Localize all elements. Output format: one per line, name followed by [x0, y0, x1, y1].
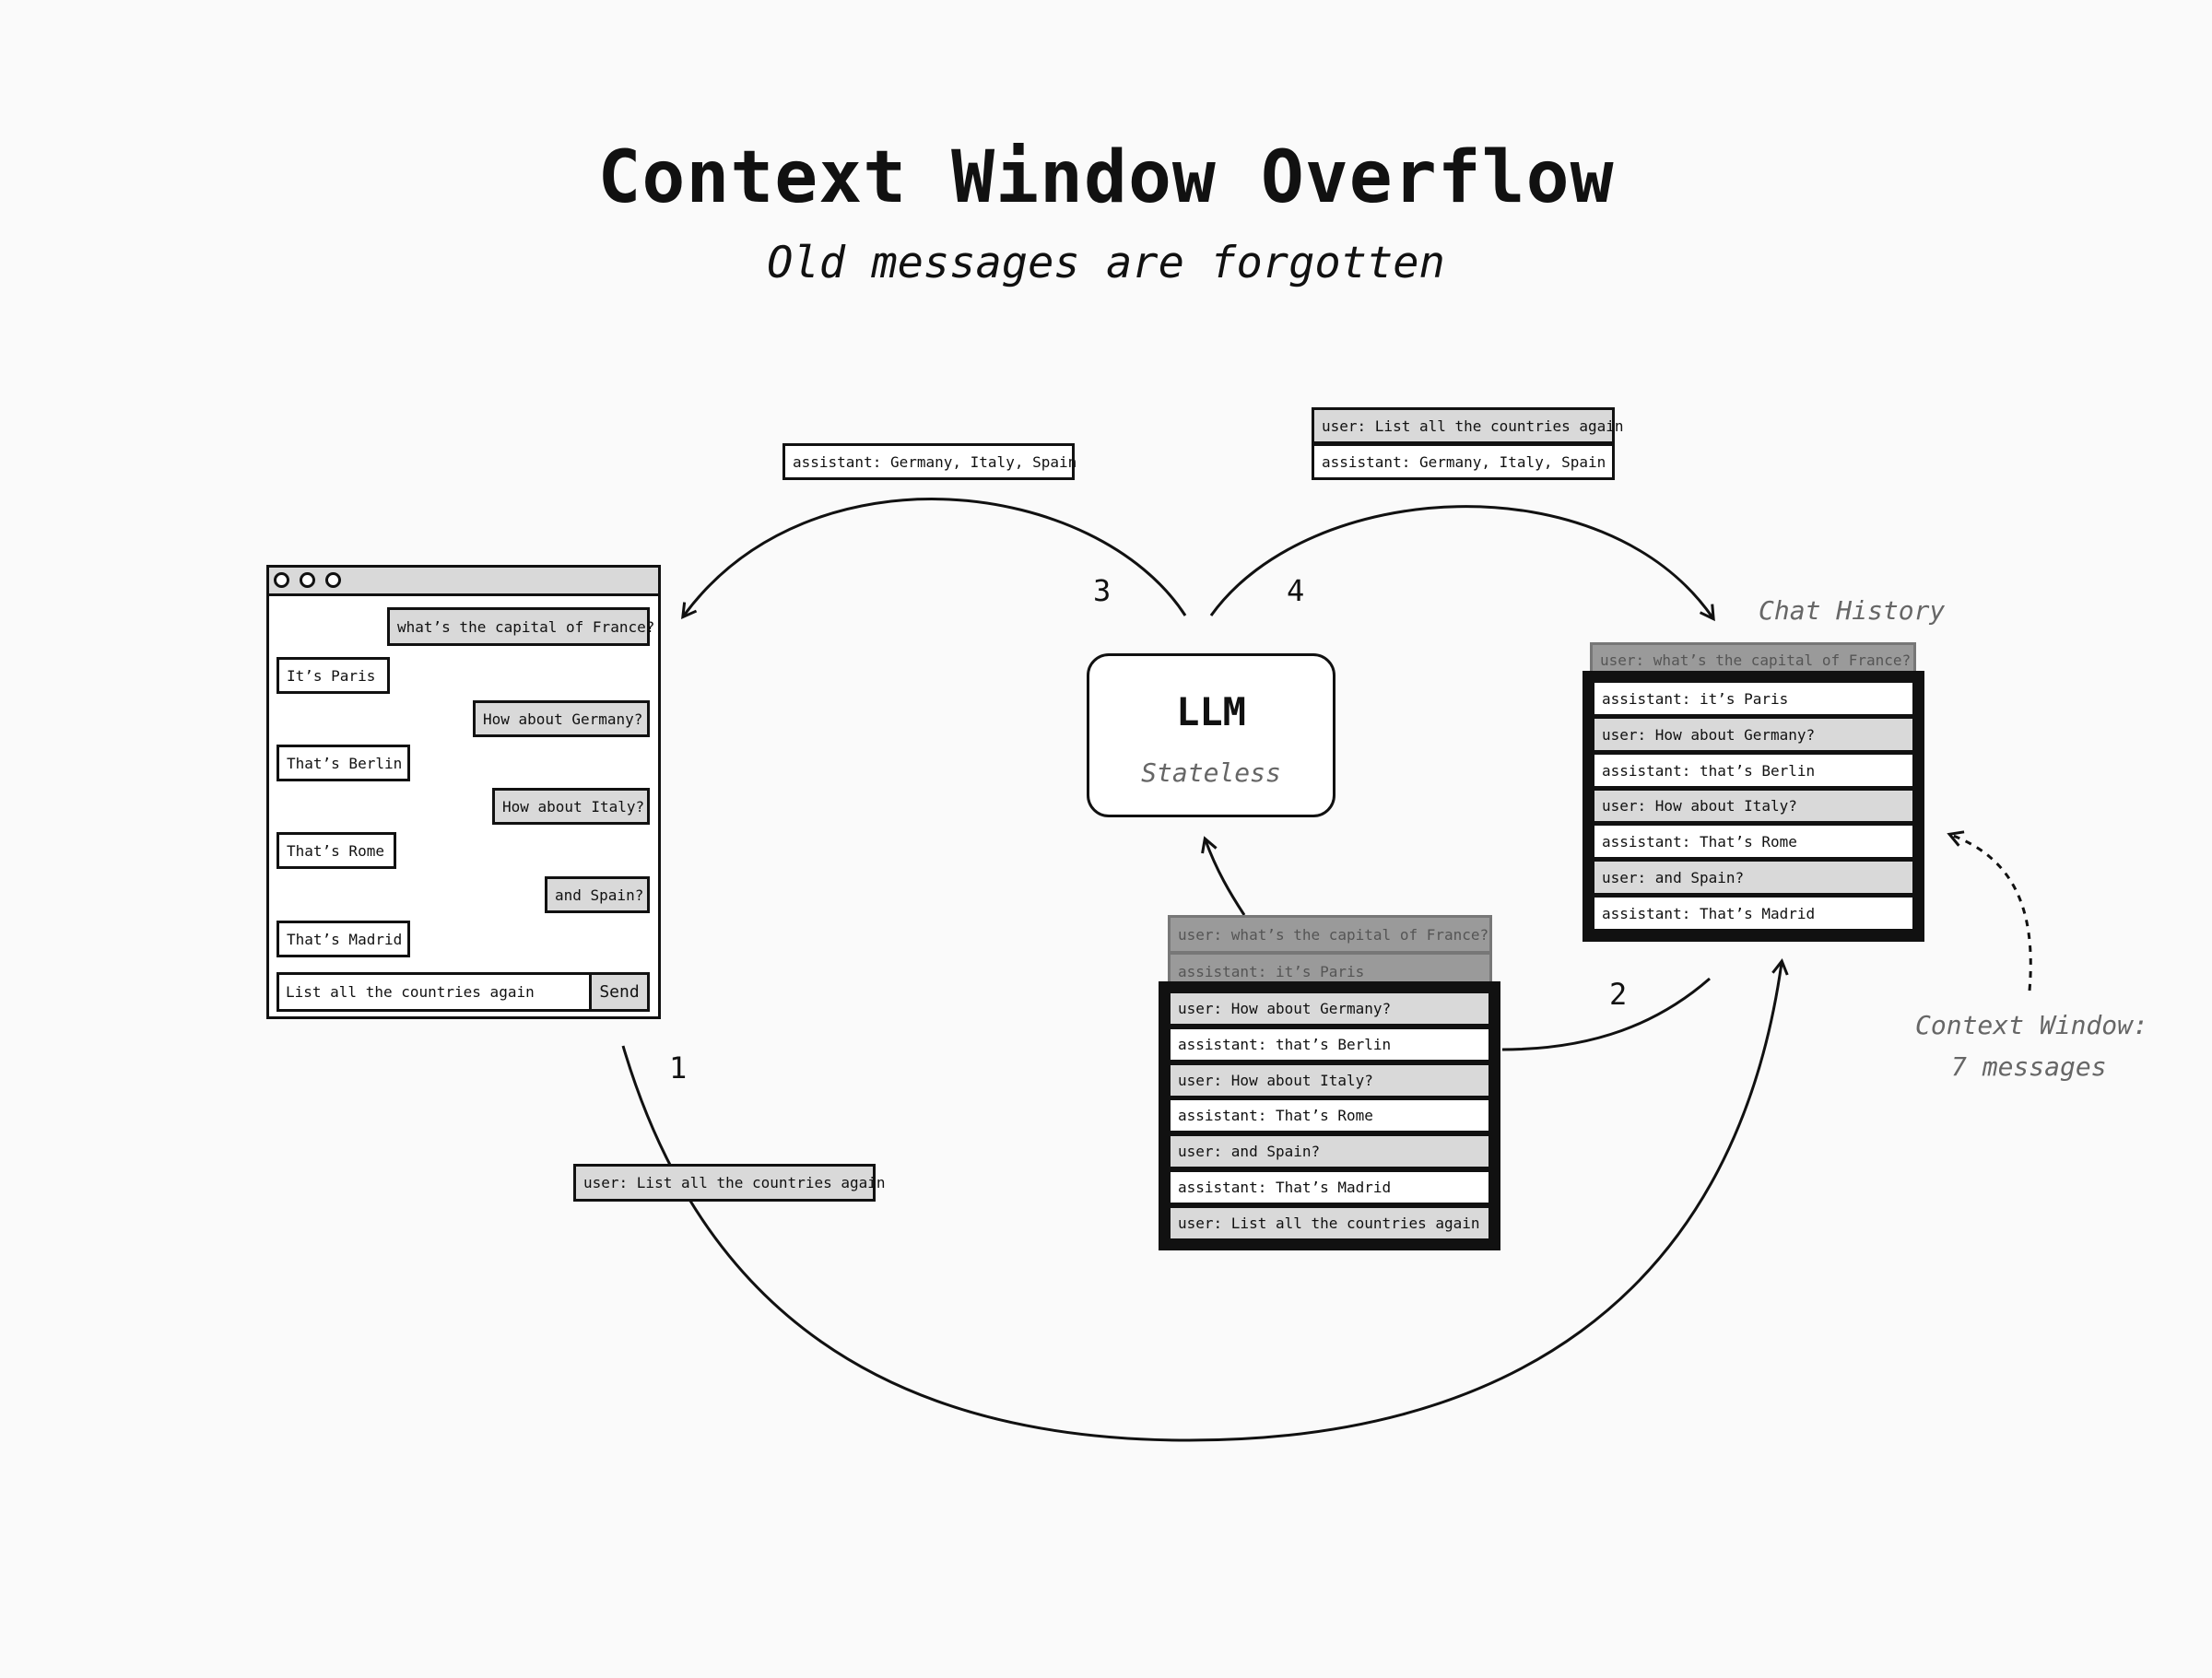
chat-message-assistant: That’s Berlin: [276, 745, 410, 781]
message-input[interactable]: List all the countries again: [276, 972, 592, 1012]
context-window-caption: Context Window:: [1915, 1010, 2148, 1040]
llm-label: LLM: [1176, 689, 1246, 734]
step-number: 2: [1609, 977, 1628, 1012]
context-message: user: and Spain?: [1168, 1133, 1491, 1169]
step-number: 1: [669, 1050, 688, 1085]
step-number: 4: [1287, 573, 1305, 608]
window-control-icon[interactable]: [300, 572, 315, 588]
history-message: user: and Spain?: [1592, 859, 1915, 896]
chat-message-user: How about Italy?: [492, 788, 650, 825]
llm-subtitle: Stateless: [1141, 757, 1281, 788]
page-title: Context Window Overflow: [597, 136, 1615, 219]
history-message: assistant: it’s Paris: [1592, 680, 1915, 717]
history-message: assistant: that’s Berlin: [1592, 752, 1915, 789]
chat-message-user: what’s the capital of France?: [387, 607, 654, 646]
flow-label-step4: user: List all the countries again: [1312, 407, 1624, 444]
context-message: user: How about Italy?: [1168, 1062, 1491, 1098]
window-control-icon[interactable]: [325, 572, 341, 588]
arrow-step1: [621, 958, 1789, 1442]
context-message: user: List all the countries again: [1168, 1205, 1491, 1241]
dropped-message: user: what’s the capital of France?: [1168, 915, 1492, 954]
arrow-to-llm: [1201, 836, 1246, 916]
chat-message-user: and Spain?: [545, 876, 650, 913]
chat-message-user: How about Germany?: [473, 700, 650, 737]
history-message: assistant: That’s Madrid: [1592, 895, 1915, 932]
page-subtitle: Old messages are forgotten: [767, 238, 1445, 288]
arrow-step3: [681, 498, 1187, 620]
flow-label-step3: assistant: Germany, Italy, Spain: [782, 443, 1077, 480]
llm-box: LLM Stateless: [1087, 653, 1335, 817]
context-message: assistant: That’s Madrid: [1168, 1169, 1491, 1205]
chat-message-assistant: That’s Madrid: [276, 921, 410, 957]
arrow-step4: [1209, 505, 1715, 622]
arrow-step2: [1501, 977, 1711, 1051]
window-titlebar: [269, 568, 658, 596]
send-button[interactable]: Send: [589, 972, 650, 1012]
flow-label-step1: user: List all the countries again: [573, 1164, 886, 1202]
step-number: 3: [1093, 573, 1112, 608]
window-control-icon[interactable]: [274, 572, 289, 588]
chat-message-assistant: It’s Paris: [276, 657, 390, 694]
context-message: assistant: That’s Rome: [1168, 1097, 1491, 1133]
chat-message-assistant: That’s Rome: [276, 832, 396, 869]
chat-history-label: Chat History: [1759, 595, 1946, 626]
arrow-context-window: [1947, 830, 2032, 992]
context-message: assistant: that’s Berlin: [1168, 1027, 1491, 1062]
context-window-caption: 7 messages: [1951, 1051, 2107, 1082]
flow-label-step4: assistant: Germany, Italy, Spain: [1312, 443, 1615, 480]
history-message: user: How about Germany?: [1592, 716, 1915, 753]
history-message: assistant: That’s Rome: [1592, 823, 1915, 860]
history-message: user: How about Italy?: [1592, 788, 1915, 824]
context-message: user: How about Germany?: [1168, 991, 1491, 1027]
